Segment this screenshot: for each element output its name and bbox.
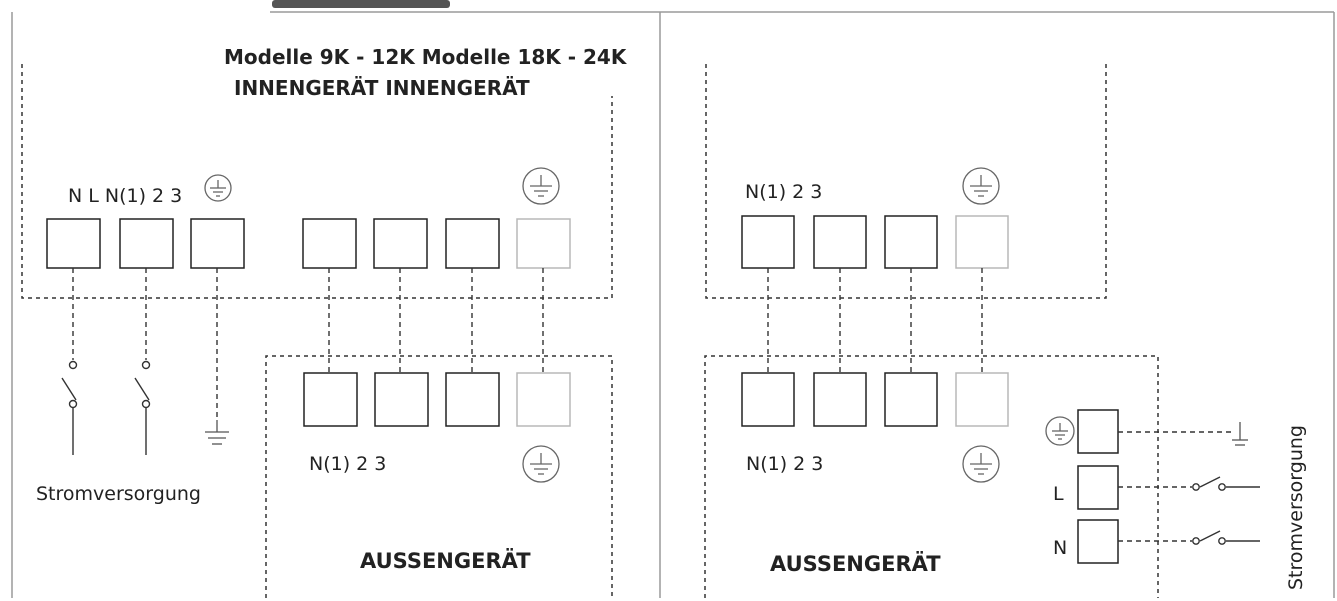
terminal-box [955, 372, 1009, 427]
terminal-box [373, 218, 428, 269]
switch-icon [1192, 530, 1260, 545]
terminal-box [46, 218, 101, 269]
right-outdoor-box [704, 355, 1159, 598]
power-terminal-N-label: N [1053, 537, 1067, 559]
left-header-indoor: INNENGERÄT INNENGERÄT [234, 76, 530, 100]
terminal-box [516, 218, 571, 269]
panel-frames [11, 11, 1335, 598]
right-outdoor-terminal-label: N(1) 2 3 [746, 453, 823, 475]
switch-icon [61, 360, 78, 455]
terminal-box [1077, 409, 1119, 454]
left-header-models: Modelle 9K - 12K Modelle 18K - 24K [224, 45, 628, 69]
power-terminal-L-label: L [1053, 483, 1064, 505]
left-outdoor-terminal-label: N(1) 2 3 [309, 453, 386, 475]
terminal-box [190, 218, 245, 269]
ground-icon [1232, 422, 1248, 446]
terminal-box [741, 372, 795, 427]
left-outdoor-box [265, 355, 613, 598]
switch-icon [1192, 476, 1260, 491]
terminal-box [955, 215, 1009, 269]
left-panel: Modelle 9K - 12K Modelle 18K - 24K INNEN… [21, 45, 628, 598]
right-power-supply-label: Stromversorgung [1285, 425, 1307, 590]
left-indoor-box [21, 64, 613, 299]
terminal-box [813, 215, 867, 269]
terminal-box [813, 372, 867, 427]
terminal-box [303, 372, 358, 427]
ground-icon [1045, 416, 1075, 446]
terminal-box [119, 218, 174, 269]
ground-icon [522, 445, 560, 483]
terminal-box [884, 372, 938, 427]
terminal-box [884, 215, 938, 269]
left-indoor-terminal-label: N L N(1) 2 3 [68, 185, 182, 207]
top-tab-shape [272, 0, 450, 8]
terminal-box [302, 218, 357, 269]
terminal-box [445, 218, 500, 269]
ground-icon [204, 174, 232, 202]
terminal-box [516, 372, 571, 427]
terminal-box [1077, 519, 1119, 564]
ground-icon [522, 167, 560, 205]
right-outdoor-title: AUSSENGERÄT [770, 551, 941, 576]
terminal-box [741, 215, 795, 269]
left-outdoor-title: AUSSENGERÄT [360, 548, 531, 573]
right-panel: N(1) 2 3 N(1) 2 3 AUSSENGERÄT [704, 64, 1307, 598]
right-indoor-box [705, 64, 1107, 299]
ground-icon [962, 445, 1000, 483]
ground-icon [962, 167, 1000, 205]
terminal-box [1077, 465, 1119, 510]
terminal-box [445, 372, 500, 427]
switch-icon [134, 360, 151, 455]
left-power-supply-label: Stromversorgung [36, 483, 201, 505]
ground-icon [205, 420, 229, 445]
terminal-box [374, 372, 429, 427]
right-indoor-terminal-label: N(1) 2 3 [745, 181, 822, 203]
